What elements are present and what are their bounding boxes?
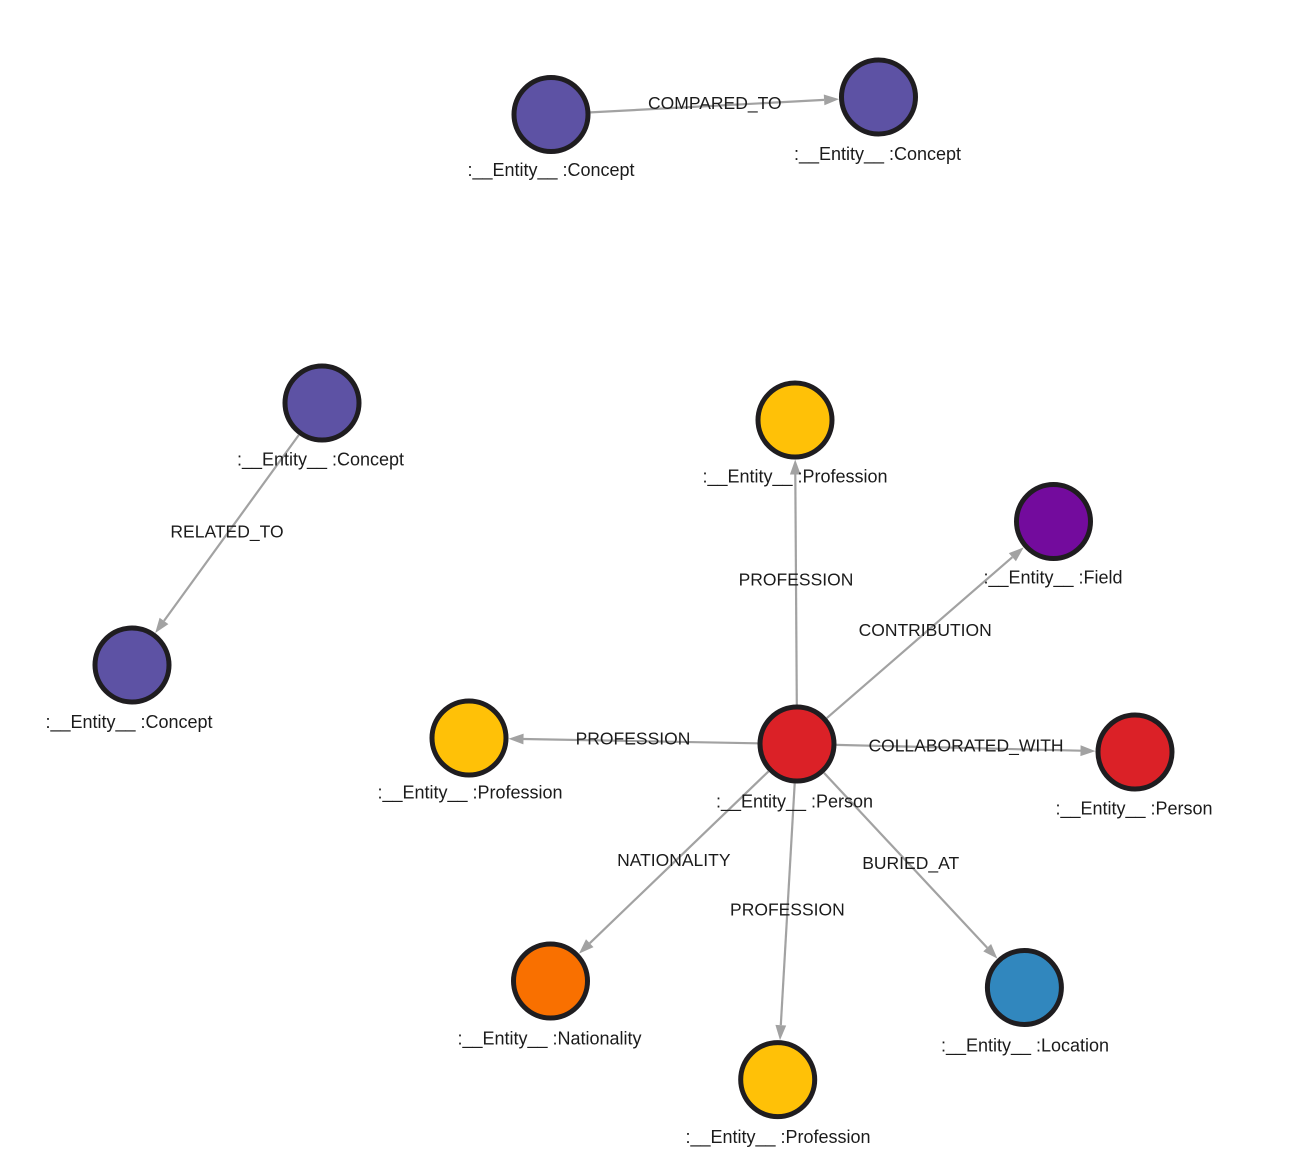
svg-text::__Entity__ :Person: :__Entity__ :Person	[716, 792, 873, 813]
svg-text::__Entity__ :Profession: :__Entity__ :Profession	[377, 783, 562, 804]
svg-text:PROFESSION: PROFESSION	[730, 899, 845, 919]
svg-text::__Entity__ :Concept: :__Entity__ :Concept	[45, 712, 212, 733]
svg-text::__Entity__ :Profession: :__Entity__ :Profession	[685, 1127, 870, 1148]
svg-text::__Entity__ :Location: :__Entity__ :Location	[941, 1036, 1109, 1057]
svg-text:CONTRIBUTION: CONTRIBUTION	[859, 620, 992, 640]
svg-text:NATIONALITY: NATIONALITY	[617, 850, 731, 870]
svg-text::__Entity__ :Person: :__Entity__ :Person	[1055, 799, 1212, 820]
svg-text:PROFESSION: PROFESSION	[576, 729, 691, 749]
svg-text::__Entity__ :Concept: :__Entity__ :Concept	[467, 160, 634, 181]
svg-text::__Entity__ :Profession: :__Entity__ :Profession	[702, 467, 887, 488]
svg-text:COLLABORATED_WITH: COLLABORATED_WITH	[868, 736, 1063, 757]
svg-text:COMPARED_TO: COMPARED_TO	[648, 93, 782, 114]
svg-text:BURIED_AT: BURIED_AT	[862, 853, 959, 874]
svg-text::__Entity__ :Concept: :__Entity__ :Concept	[237, 450, 404, 471]
svg-text::__Entity__ :Nationality: :__Entity__ :Nationality	[457, 1029, 641, 1050]
svg-text:RELATED_TO: RELATED_TO	[170, 522, 283, 543]
svg-text::__Entity__ :Field: :__Entity__ :Field	[983, 568, 1122, 589]
svg-text:PROFESSION: PROFESSION	[739, 570, 854, 590]
svg-text::__Entity__ :Concept: :__Entity__ :Concept	[794, 144, 961, 165]
